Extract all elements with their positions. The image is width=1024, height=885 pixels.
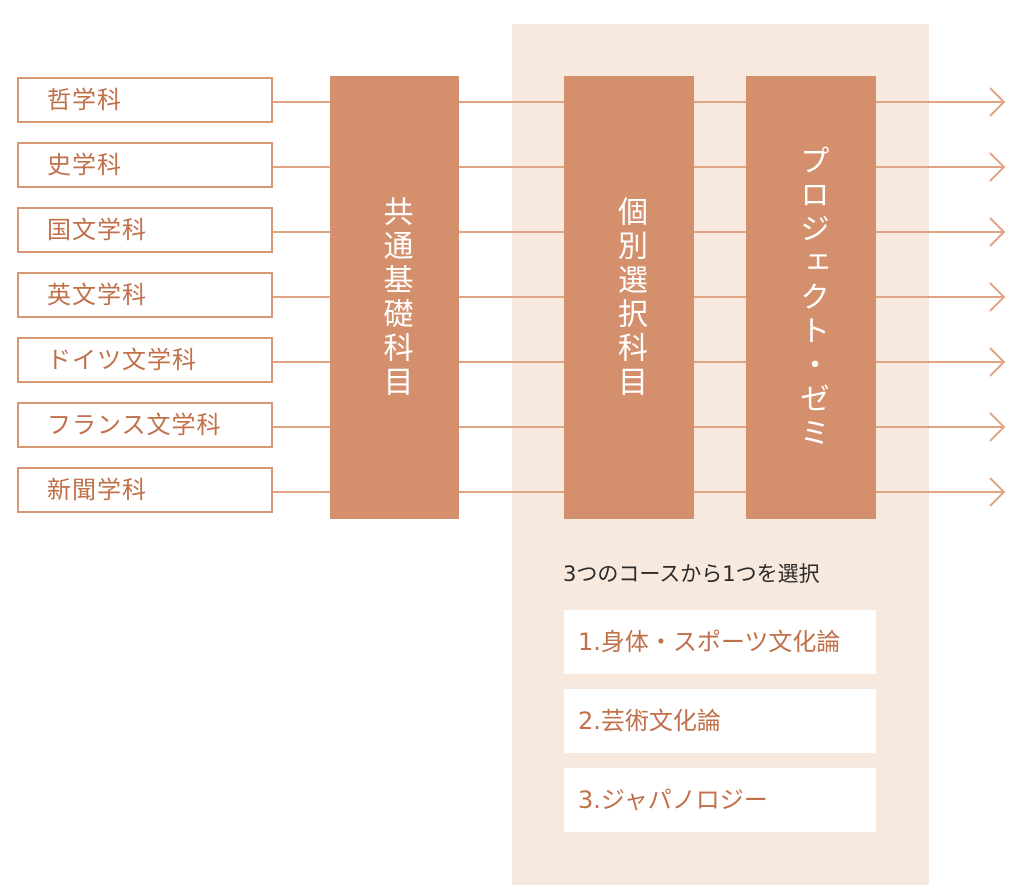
common-basic-subjects-label: 共通基礎科目 (377, 195, 413, 400)
dept-philosophy: 哲学科 (17, 77, 273, 123)
dept-journalism: 新聞学科 (17, 467, 273, 513)
individual-elective-subjects-block: 個別選択科目 (564, 76, 694, 519)
individual-elective-subjects-label: 個別選択科目 (612, 195, 647, 400)
course-selection-caption: 3つのコースから1つを選択 (563, 562, 820, 586)
dept-english-literature: 英文学科 (17, 272, 273, 318)
course-item-2: 2.芸術文化論 (564, 689, 876, 753)
dept-french-literature: フランス文学科 (17, 402, 273, 448)
arrowhead-icon (989, 347, 1006, 377)
dept-history: 史学科 (17, 142, 273, 188)
arrowhead-icon (989, 87, 1006, 117)
project-seminar-block: プロジェクト・ゼミ (746, 76, 876, 519)
arrowhead-icon (989, 152, 1006, 182)
arrowhead-icon (989, 412, 1006, 442)
arrowhead-icon (989, 477, 1006, 507)
arrowhead-icon (989, 217, 1006, 247)
project-seminar-label: プロジェクト・ゼミ (794, 144, 829, 451)
course-item-3: 3.ジャパノロジー (564, 768, 876, 832)
course-item-1: 1.身体・スポーツ文化論 (564, 610, 876, 674)
arrowhead-icon (989, 282, 1006, 312)
dept-japanese-literature: 国文学科 (17, 207, 273, 253)
dept-german-literature: ドイツ文学科 (17, 337, 273, 383)
common-basic-subjects-block: 共通基礎科目 (330, 76, 459, 519)
